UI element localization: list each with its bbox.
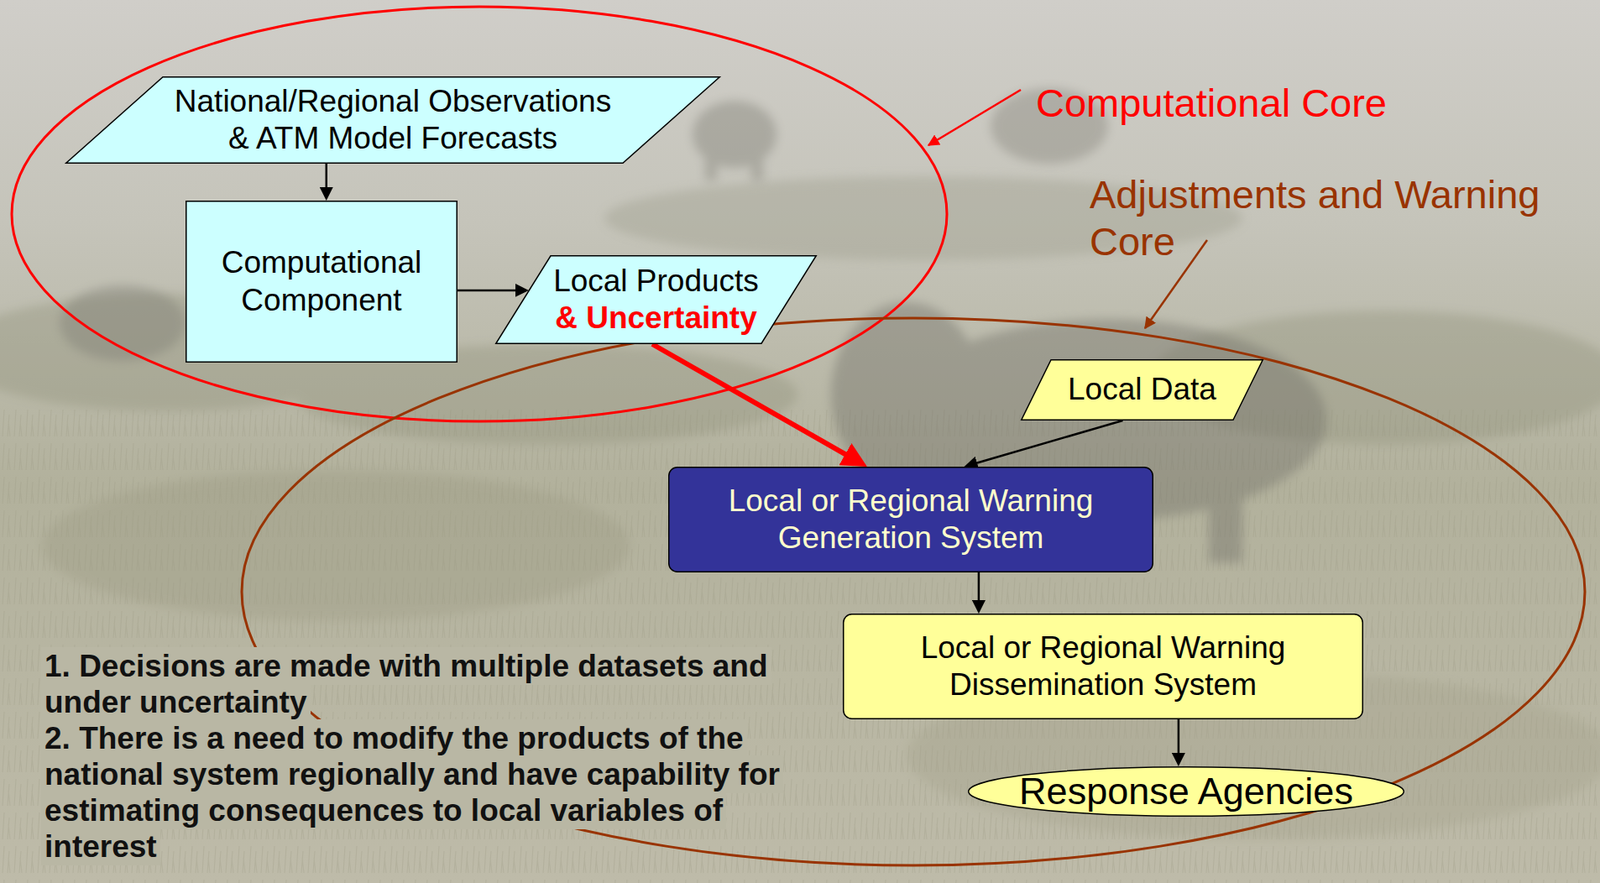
input-data-parallelogram: Local Data	[1020, 359, 1264, 421]
note-text: 2. There is a need to modify the product…	[41, 719, 784, 866]
region-heading: Adjustments and Warning Core	[1089, 171, 1594, 267]
box-content: Computational Component	[185, 200, 458, 363]
process-box: Computational Component	[185, 200, 458, 363]
parallelogram-shape	[66, 77, 721, 164]
notes-block: 1. Decisions are made with multiple data…	[41, 648, 806, 865]
region-outline	[10, 5, 949, 424]
box-label: National/Regional Observations & ATM Mod…	[168, 83, 618, 158]
region-heading: Computational Core	[1035, 79, 1423, 127]
flow-arrow	[325, 163, 329, 194]
flow-arrow	[970, 420, 1123, 466]
box-content: Local or Regional Warning Dissemination …	[842, 613, 1364, 720]
box-label: Local Products	[553, 262, 759, 300]
box-content: Local or Regional Warning Generation Sys…	[668, 466, 1154, 573]
leader-line	[928, 89, 1021, 146]
box-label: Computational Component	[199, 244, 444, 319]
note-line: 2. There is a need to modify the product…	[41, 720, 806, 865]
parallelogram-shape	[496, 256, 817, 345]
box-label: Local or Regional Warning Generation Sys…	[709, 482, 1113, 558]
box-rect	[669, 467, 1154, 573]
parallelogram-shape	[1021, 360, 1264, 421]
flow-arrow	[652, 344, 857, 461]
flow-arrow	[977, 572, 981, 607]
box-content: Local Products& Uncertainty	[495, 255, 817, 345]
box-rect	[843, 614, 1364, 720]
box-sublabel: & Uncertainty	[554, 299, 758, 337]
box-content: Response Agencies	[967, 766, 1405, 817]
note-line: 1. Decisions are made with multiple data…	[41, 648, 806, 721]
input-data-parallelogram: National/Regional Observations & ATM Mod…	[65, 76, 721, 164]
flow-arrow	[457, 289, 523, 293]
box-rect	[186, 201, 458, 363]
process-box: Local or Regional Warning Generation Sys…	[668, 466, 1154, 573]
flow-arrow	[1177, 719, 1181, 760]
box-content: Local Data	[1020, 359, 1264, 421]
box-shape	[668, 466, 1154, 573]
box-label: Local Data	[1067, 371, 1217, 408]
output-data-parallelogram: Local Products& Uncertainty	[495, 255, 817, 345]
core-region: Computational CoreNational/Regional Obse…	[10, 5, 949, 424]
box-shape	[842, 613, 1364, 720]
box-shape	[185, 200, 458, 363]
ellipse-shape	[968, 767, 1405, 817]
terminal-ellipse: Response Agencies	[967, 766, 1405, 817]
box-label: Response Agencies	[1019, 770, 1354, 813]
region-ellipse	[11, 6, 947, 422]
box-content: National/Regional Observations & ATM Mod…	[65, 76, 721, 164]
process-box: Local or Regional Warning Dissemination …	[842, 613, 1364, 720]
box-label: Local or Regional Warning Dissemination …	[901, 629, 1305, 705]
note-text: 1. Decisions are made with multiple data…	[41, 647, 772, 722]
